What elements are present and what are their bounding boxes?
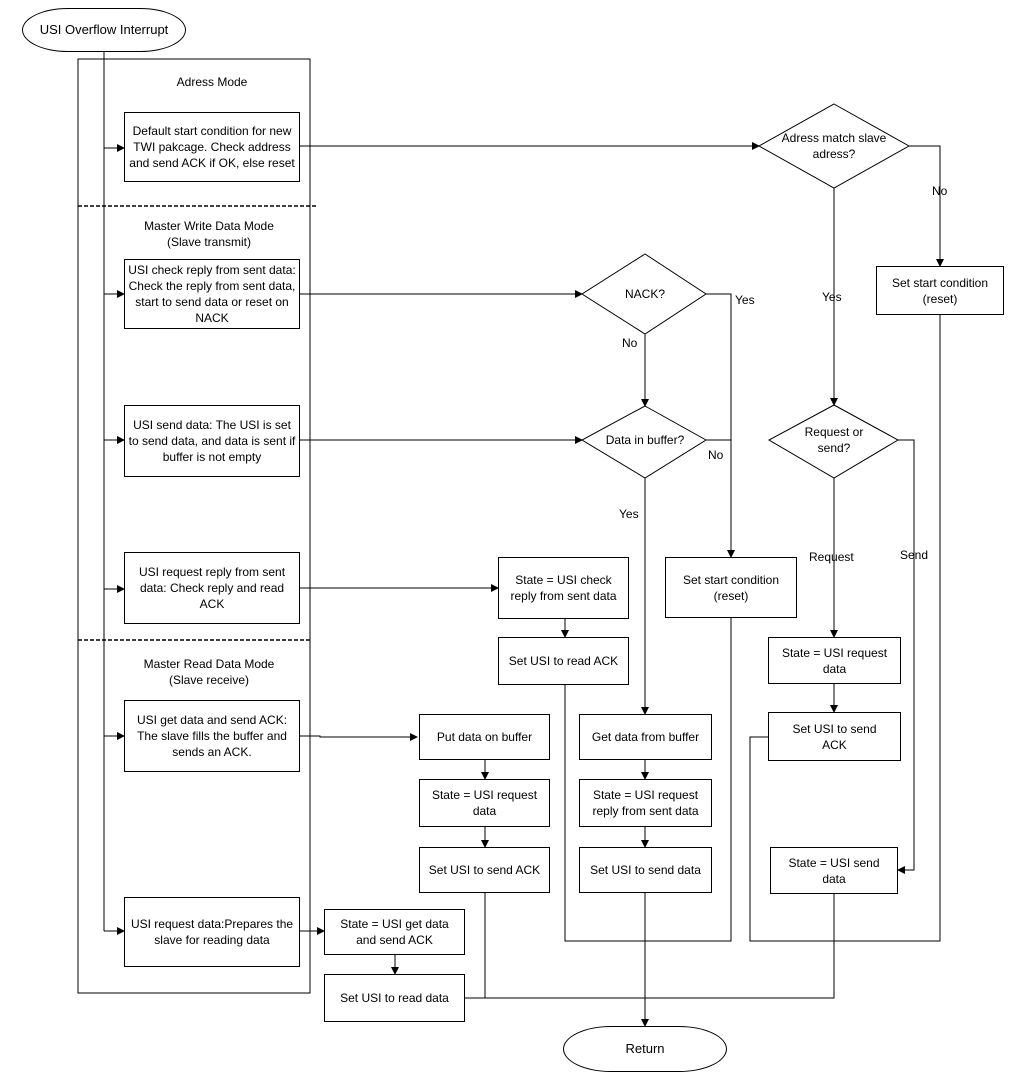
state-request-data: USI request data:Prepares the slave for … — [124, 897, 300, 967]
action-reset-buffer: Set start condition (reset) — [665, 557, 797, 618]
label-no-buffer: No — [708, 448, 724, 462]
label-yes-nack: Yes — [735, 293, 755, 307]
action-set-send-ack-2: Set USI to send ACK — [768, 712, 901, 761]
section-title-address-mode: Adress Mode — [176, 75, 248, 89]
decision-nack: NACK? — [624, 287, 665, 301]
decision-address-match: Adress match slave adress? — [781, 131, 887, 161]
action-put-data-buffer: Put data on buffer — [419, 714, 550, 760]
label-yes-buffer: Yes — [619, 507, 639, 521]
action-set-send-data: Set USI to send data — [579, 847, 712, 893]
label-yes-address: Yes — [822, 290, 842, 304]
section-title-master-read: Master Read Data Mode (Slave receive) — [143, 657, 275, 687]
state-check-reply: USI check reply from sent data: Check th… — [124, 259, 300, 329]
decision-data-in-buffer: Data in buffer? — [605, 433, 685, 447]
action-set-read-data: Set USI to read data — [324, 974, 465, 1022]
state-request-reply: USI request reply from sent data: Check … — [124, 552, 300, 624]
start-terminal: USI Overflow Interrupt — [22, 8, 186, 52]
action-state-request-data-2: State = USI request data — [768, 637, 901, 684]
action-reset-address: Set start condition (reset) — [876, 266, 1004, 315]
action-set-read-ack: Set USI to read ACK — [498, 637, 629, 685]
action-state-check-reply: State = USI check reply from sent data — [498, 557, 629, 619]
return-terminal: Return — [563, 1026, 727, 1072]
label-request: Request — [809, 550, 854, 564]
label-no-nack: No — [622, 336, 638, 350]
action-state-request-data: State = USI request data — [419, 779, 550, 827]
label-no-address: No — [932, 184, 948, 198]
section-title-master-write: Master Write Data Mode (Slave transmit) — [144, 219, 274, 249]
action-state-get-data: State = USI get data and send ACK — [324, 909, 465, 955]
decision-request-or-send: Request or send? — [804, 425, 864, 455]
state-send-data: USI send data: The USI is set to send da… — [124, 405, 300, 477]
action-state-send-data: State = USI send data — [770, 847, 898, 894]
action-set-send-ack: Set USI to send ACK — [419, 847, 550, 893]
action-state-request-reply: State = USI request reply from sent data — [579, 779, 712, 827]
state-get-data: USI get data and send ACK: The slave fil… — [124, 700, 300, 772]
label-send: Send — [900, 548, 929, 562]
state-check-address: Default start condition for new TWI pakc… — [124, 112, 300, 182]
action-get-data-buffer: Get data from buffer — [579, 714, 712, 760]
